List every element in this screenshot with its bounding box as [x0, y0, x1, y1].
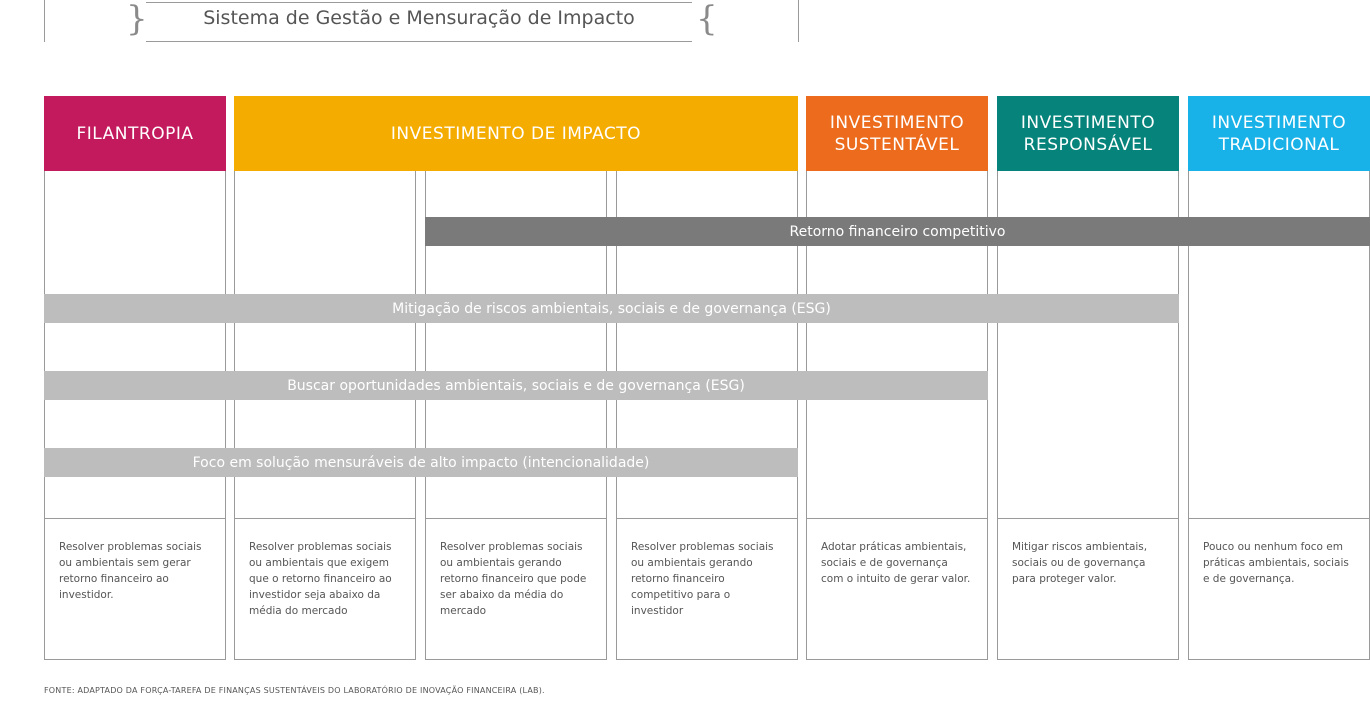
category-label: INVESTIMENTO RESPONSÁVEL [1020, 112, 1156, 155]
description-tradicional: Pouco ou nenhum foco em práticas ambient… [1188, 519, 1370, 660]
band-label: Foco em solução mensuráveis de alto impa… [192, 454, 650, 471]
description-text: Resolver problemas sociais ou ambientais… [249, 541, 392, 617]
description-filantropia: Resolver problemas sociais ou ambientais… [44, 519, 226, 660]
band-label: Mitigação de riscos ambientais, sociais … [392, 300, 831, 317]
left-brace-icon: } [126, 0, 148, 39]
description-text: Pouco ou nenhum foco em práticas ambient… [1203, 541, 1349, 585]
description-sustentavel: Adotar práticas ambientais, sociais e de… [806, 519, 988, 660]
category-header-tradicional: INVESTIMENTO TRADICIONAL [1188, 96, 1370, 171]
band-retorno-financeiro: Retorno financeiro competitivo [425, 217, 1370, 246]
header-top-rule [146, 2, 692, 3]
band-label: Buscar oportunidades ambientais, sociais… [287, 377, 745, 394]
description-text: Resolver problemas sociais ou ambientais… [440, 541, 587, 617]
description-impacto-2: Resolver problemas sociais ou ambientais… [425, 519, 607, 660]
category-header-filantropia: FILANTROPIA [44, 96, 226, 171]
description-text: Mitigar riscos ambientais, sociais ou de… [1012, 541, 1148, 585]
description-impacto-3: Resolver problemas sociais ou ambientais… [616, 519, 798, 660]
band-buscar-oportunidades: Buscar oportunidades ambientais, sociais… [44, 371, 988, 400]
description-text: Resolver problemas sociais ou ambientais… [59, 541, 202, 601]
category-header-sustentavel: INVESTIMENTO SUSTENTÁVEL [806, 96, 988, 171]
description-impacto-1: Resolver problemas sociais ou ambientais… [234, 519, 416, 660]
system-title: Sistema de Gestão e Mensuração de Impact… [203, 7, 635, 29]
source-note: FONTE: ADAPTADO DA FORÇA-TAREFA DE FINAN… [44, 686, 545, 695]
band-foco-solucao: Foco em solução mensuráveis de alto impa… [44, 448, 798, 477]
description-text: Resolver problemas sociais ou ambientais… [631, 541, 774, 617]
header-right-rule [798, 0, 799, 42]
category-label: FILANTROPIA [76, 123, 194, 144]
description-text: Adotar práticas ambientais, sociais e de… [821, 541, 971, 585]
description-responsavel: Mitigar riscos ambientais, sociais ou de… [997, 519, 1179, 660]
category-header-responsavel: INVESTIMENTO RESPONSÁVEL [997, 96, 1179, 171]
category-label: INVESTIMENTO DE IMPACTO [390, 123, 642, 144]
band-label: Retorno financeiro competitivo [789, 223, 1006, 240]
category-label: INVESTIMENTO SUSTENTÁVEL [829, 112, 965, 155]
category-label: INVESTIMENTO TRADICIONAL [1211, 112, 1347, 155]
header-left-rule [44, 0, 45, 42]
header-bottom-rule [146, 41, 692, 42]
band-mitigacao-riscos: Mitigação de riscos ambientais, sociais … [44, 294, 1179, 323]
category-header-impacto: INVESTIMENTO DE IMPACTO [234, 96, 798, 171]
right-brace-icon: { [696, 0, 718, 39]
